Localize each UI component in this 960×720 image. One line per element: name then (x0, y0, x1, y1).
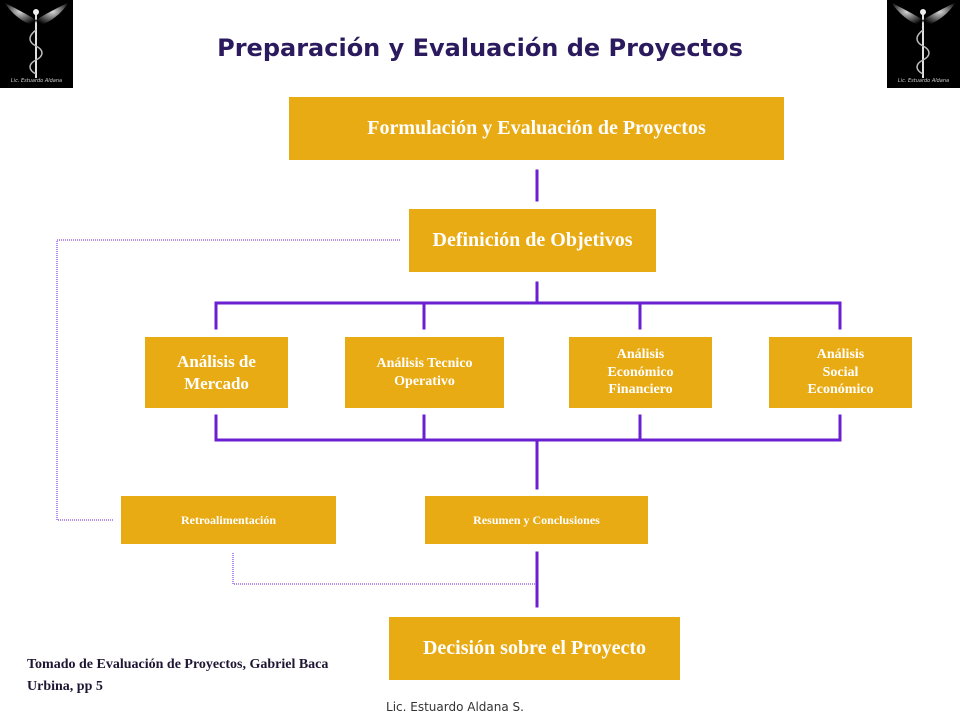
feedback-line (56, 239, 400, 521)
logo-left: Lic. Estuardo Aldana (0, 0, 73, 88)
box-analisis-mercado-label: Análisis de Mercado (177, 352, 256, 393)
logo-caption: Lic. Estuardo Aldana (10, 78, 63, 84)
box-analisis-tecnico: Análisis Tecnico Operativo (345, 337, 504, 408)
page-title: Preparación y Evaluación de Proyectos (217, 34, 743, 62)
box-analisis-social: Análisis Social Económico (769, 337, 912, 408)
logo-right: Lic. Estuardo Aldana (887, 0, 960, 88)
box-formulacion-label: Formulación y Evaluación de Proyectos (367, 117, 706, 139)
box-decision: Decisión sobre el Proyecto (389, 617, 680, 680)
box-analisis-social-label: Análisis Social Económico (807, 347, 874, 398)
box-analisis-economico: Análisis Económico Financiero (569, 337, 712, 408)
logo-caption: Lic. Estuardo Aldana (897, 78, 950, 84)
box-analisis-tecnico-label: Análisis Tecnico Operativo (376, 356, 473, 389)
box-definicion: Definición de Objetivos (409, 209, 656, 272)
caduceus-icon (891, 2, 956, 78)
source-note: Tomado de Evaluación de Proyectos, Gabri… (27, 657, 329, 694)
box-formulacion: Formulación y Evaluación de Proyectos (289, 97, 784, 160)
footer-author: Lic. Estuardo Aldana S. (386, 700, 524, 714)
box-analisis-economico-label: Análisis Económico Financiero (607, 347, 674, 398)
box-definicion-label: Definición de Objetivos (432, 229, 633, 251)
box-decision-label: Decisión sobre el Proyecto (422, 637, 647, 659)
box-analisis-mercado: Análisis de Mercado (145, 337, 288, 408)
caduceus-icon (4, 2, 69, 78)
box-resumen-label: Resumen y Conclusiones (473, 512, 600, 527)
retro-to-decision-line (232, 553, 535, 585)
box-retroalimentacion-label: Retroalimentación (180, 512, 277, 527)
box-resumen: Resumen y Conclusiones (425, 496, 648, 544)
box-retroalimentacion: Retroalimentación (121, 496, 336, 544)
